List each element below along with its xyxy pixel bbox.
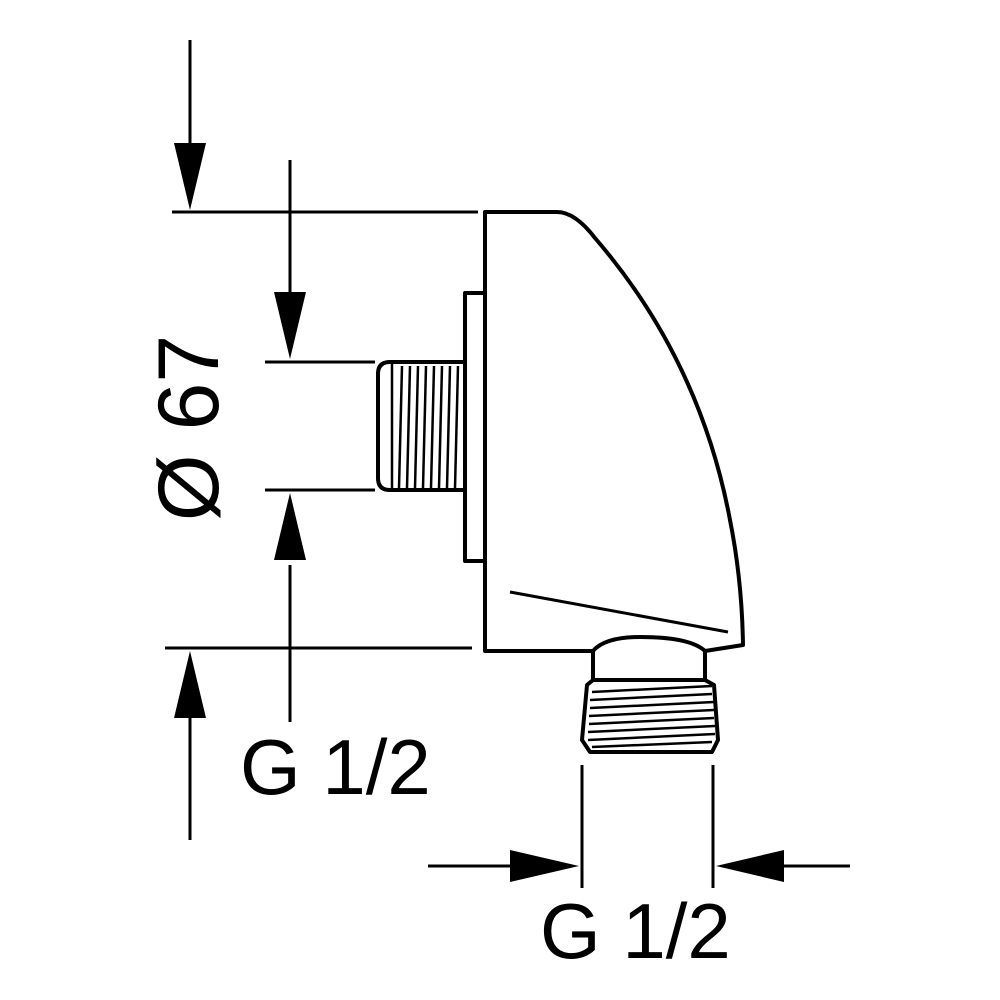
outlet-body: [483, 210, 745, 653]
diameter-label: Ø 67: [141, 335, 237, 521]
outlet-thread-dimension: [428, 765, 850, 888]
wall-thread-label: G 1/2: [240, 723, 431, 811]
outlet-thread-label: G 1/2: [540, 887, 731, 975]
diameter-dimension: [165, 40, 478, 840]
wall-thread-dimension: [265, 160, 375, 722]
wall-flange: [463, 291, 487, 563]
outlet-thread-connector: [580, 649, 720, 754]
wall-thread-connector: [376, 360, 467, 492]
